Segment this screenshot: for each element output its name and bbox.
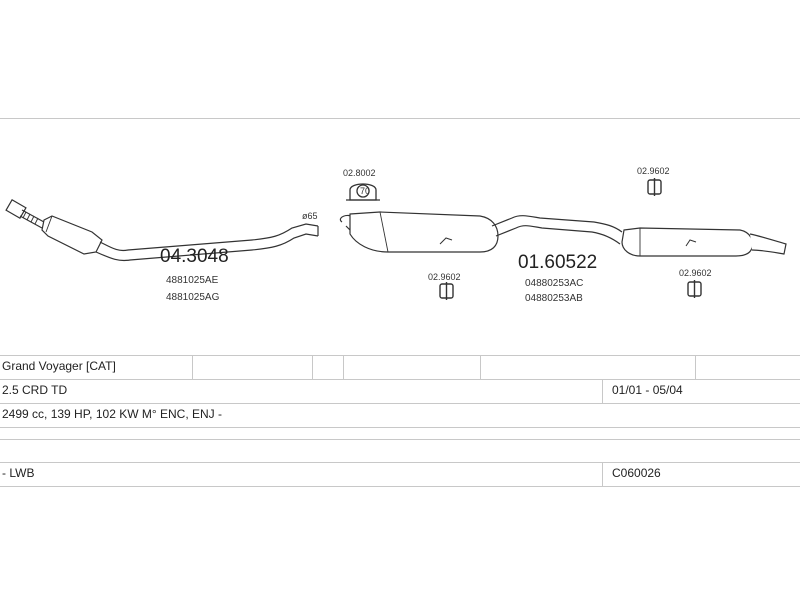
table-col-divider [312,355,313,379]
table-row-divider-1 [0,355,800,356]
front-pipe-assembly [5,198,319,262]
front-pipe-lower-edge [95,233,319,262]
front-pipe-oem-number-1: 4881025AE [166,275,219,286]
front-pipe-diameter-label: ø65 [302,211,318,221]
table-row-divider-2 [0,379,800,380]
rear-silencer-oem-number-2: 04880253AB [525,293,583,304]
table-col-divider [343,355,344,379]
table-row-divider-3 [0,403,800,404]
table-col-divider [602,379,603,403]
diagram-top-border [0,118,800,119]
front-pipe-upper-edge [99,223,319,252]
vehicle-spec: 2499 cc, 139 HP, 102 KW M° ENC, ENJ - [2,407,222,421]
hanger-top-right-part-number: 02.9602 [637,166,670,176]
catalog-code: C060026 [612,466,661,480]
mid-pipe-lower-edge [495,225,621,245]
hanger-bottom-right-icon [687,280,702,298]
table-col-divider [480,355,481,379]
front-pipe-part-number: 04.3048 [160,246,229,267]
table-bottom-border [0,486,800,487]
table-col-divider [602,462,603,486]
hanger-middle-icon [439,282,454,300]
vehicle-engine: 2.5 CRD TD [2,383,68,397]
rear-silencer-part-number: 01.60522 [518,252,597,273]
vehicle-variant: - LWB [2,466,35,480]
table-row-divider-6 [0,462,800,463]
catalytic-converter [41,215,103,255]
hanger-top-right-icon [647,178,662,196]
middle-bracket-ring-label: 70 [360,186,370,196]
middle-bracket-part-number: 02.8002 [343,168,376,178]
first-silencer [349,211,499,253]
table-col-divider [192,355,193,379]
table-row-divider-5 [0,439,800,440]
table-row-divider-4 [0,427,800,428]
exhaust-system-diagram: ø65 04.3048 4881025AE 4881025AG 02.8002 … [5,166,787,304]
middle-bracket-icon [346,183,380,201]
vehicle-model: Grand Voyager [CAT] [2,359,116,373]
table-col-divider [695,355,696,379]
front-pipe-oem-number-2: 4881025AG [166,292,220,303]
tail-pipe [749,233,787,255]
flex-joint-ribs [22,211,39,225]
vehicle-production-period: 01/01 - 05/04 [612,383,683,397]
front-flange [5,198,27,220]
hanger-bottom-right-part-number: 02.9602 [679,268,712,278]
second-silencer [621,227,754,257]
rear-silencer-assembly [339,211,787,257]
rear-silencer-oem-number-1: 04880253AC [525,278,583,289]
mid-pipe-upper-edge [491,215,623,233]
hanger-middle-part-number: 02.9602 [428,272,461,282]
